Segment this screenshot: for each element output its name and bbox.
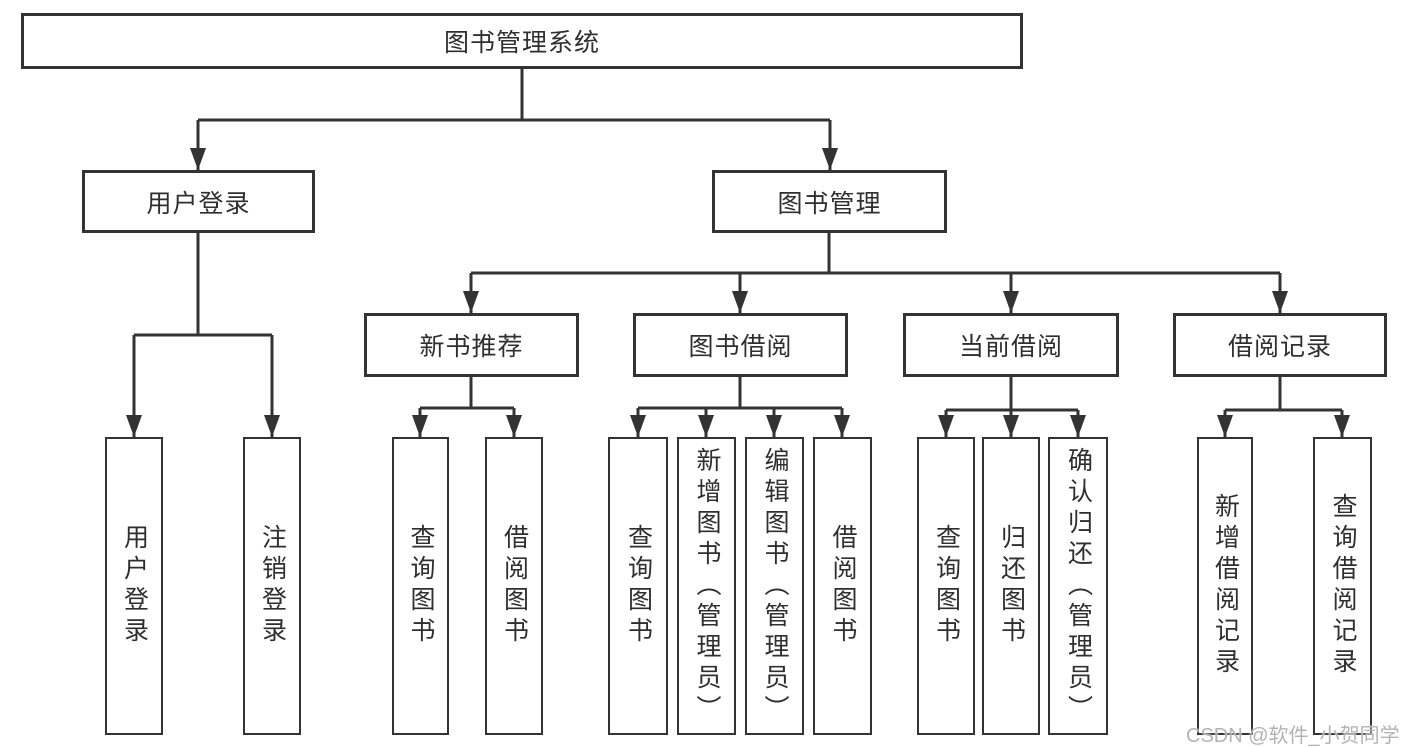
node-label: 借阅记录	[1227, 333, 1332, 361]
connector-root-to-level2	[190, 69, 838, 170]
node-label: 查询借阅记录	[1329, 493, 1357, 679]
leaf-query-book-recommend: 查询图书	[392, 437, 449, 735]
node-label: 新增借阅记录	[1211, 493, 1240, 679]
node-label: 新书推荐	[419, 333, 524, 361]
node-label: 确认归还（管理员）	[1064, 446, 1093, 726]
leaf-add-borrow-record: 新增借阅记录	[1197, 437, 1253, 735]
node-label: 图书管理系统	[443, 29, 600, 57]
connector-user-login-subtree	[126, 233, 280, 437]
node-current-borrow: 当前借阅	[903, 313, 1119, 377]
leaf-query-book-borrow: 查询图书	[608, 437, 668, 735]
leaf-query-borrow-record: 查询借阅记录	[1313, 437, 1372, 735]
node-root-book-management-system: 图书管理系统	[21, 13, 1023, 69]
connector-borrow-records-subtree	[1217, 377, 1350, 437]
node-book-management: 图书管理	[712, 170, 947, 233]
node-new-book-recommend: 新书推荐	[364, 313, 579, 377]
node-label: 当前借阅	[958, 333, 1063, 361]
leaf-query-book-current: 查询图书	[917, 437, 975, 735]
node-label: 新增图书（管理员）	[693, 446, 721, 726]
connector-book-borrow-subtree	[630, 377, 850, 437]
node-label: 借阅图书	[500, 524, 529, 648]
node-label: 注销登录	[258, 524, 287, 648]
leaf-user-login: 用户登录	[105, 437, 163, 735]
node-borrow-records: 借阅记录	[1173, 313, 1387, 377]
node-label: 查询图书	[932, 524, 961, 648]
connector-book-management-to-level3	[463, 233, 1288, 313]
leaf-borrow-book: 借阅图书	[813, 437, 872, 735]
leaf-add-book-admin: 新增图书（管理员）	[677, 437, 736, 735]
node-label: 查询图书	[624, 524, 653, 648]
node-book-borrow: 图书借阅	[633, 313, 848, 377]
node-label: 借阅图书	[829, 524, 857, 648]
node-label: 用户登录	[146, 189, 251, 218]
node-label: 归还图书	[997, 524, 1026, 648]
node-label: 用户登录	[120, 524, 149, 648]
connector-current-borrow-subtree	[938, 377, 1086, 437]
connector-new-book-recommend-subtree	[412, 377, 522, 437]
leaf-confirm-return-admin: 确认归还（管理员）	[1048, 437, 1108, 735]
node-label: 编辑图书（管理员）	[761, 446, 789, 726]
node-label: 查询图书	[407, 524, 435, 648]
node-label: 图书借阅	[688, 333, 793, 361]
watermark: CSDN @软件_小贺同学	[1186, 725, 1400, 747]
leaf-return-book: 归还图书	[982, 437, 1040, 735]
node-user-login: 用户登录	[82, 170, 315, 233]
leaf-borrow-book-recommend: 借阅图书	[485, 437, 543, 735]
leaf-edit-book-admin: 编辑图书（管理员）	[745, 437, 804, 735]
node-label: 图书管理	[777, 189, 882, 218]
leaf-logout-login: 注销登录	[243, 437, 301, 735]
